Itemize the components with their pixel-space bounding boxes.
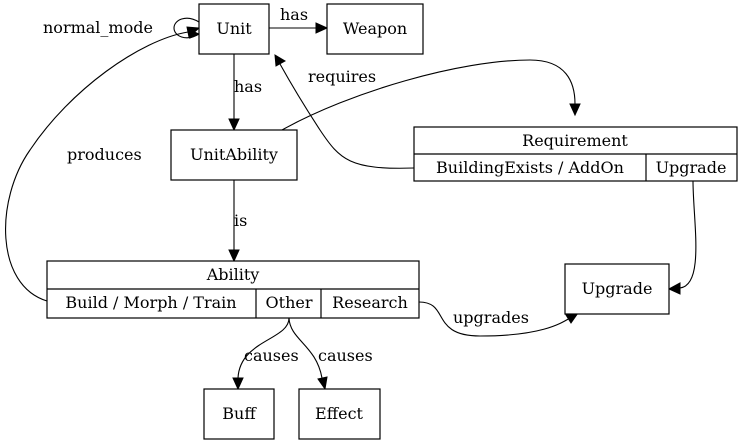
ability-field-build-morph-train: Build / Morph / Train	[65, 293, 236, 312]
edge-label-causes-buff: causes	[244, 346, 299, 365]
arrowhead-unit-from-requirement	[274, 54, 286, 67]
ability-field-research: Research	[332, 293, 408, 312]
edge-requirement-upgrade	[679, 180, 697, 289]
edge-requirement-unit	[279, 63, 415, 169]
arrowhead-effect	[317, 376, 328, 391]
node-effect-label: Effect	[315, 404, 363, 423]
edge-label-unit-unitability: has	[234, 77, 262, 96]
arrowhead-unit-from-ability	[186, 26, 201, 38]
edge-unit-self-loop	[173, 17, 200, 39]
edge-label-unit-weapon: has	[280, 5, 308, 24]
node-ability-title: Ability	[206, 265, 260, 284]
arrowhead-upgrade-from-requirement	[667, 282, 681, 295]
edge-label-produces: produces	[67, 145, 142, 164]
node-weapon-label: Weapon	[343, 19, 407, 38]
node-weapon: Weapon	[326, 3, 424, 55]
edge-ability-upgrade	[418, 301, 571, 337]
requirement-field-upgrade: Upgrade	[656, 158, 727, 177]
node-unit: Unit	[198, 3, 270, 55]
node-unitability-label: UnitAbility	[190, 145, 278, 164]
node-upgrade-label: Upgrade	[582, 279, 653, 298]
ability-field-other: Other	[266, 293, 313, 312]
arrowhead-requirement	[569, 103, 581, 117]
edge-other-effect	[288, 317, 323, 379]
node-requirement-title: Requirement	[522, 131, 628, 150]
node-effect: Effect	[298, 388, 381, 440]
arrowhead-buff	[232, 377, 244, 391]
edge-ability-unit	[5, 31, 189, 302]
node-buff-label: Buff	[222, 404, 257, 423]
edge-other-buff	[237, 317, 290, 379]
edge-label-is: is	[234, 211, 247, 230]
edge-label-normal-mode: normal_mode	[43, 18, 153, 37]
edge-label-upgrades: upgrades	[453, 308, 529, 327]
node-ability: Ability Build / Morph / Train Other Rese…	[46, 260, 420, 319]
arrowhead-weapon	[315, 22, 329, 34]
node-buff: Buff	[203, 388, 275, 440]
edge-unitability-requirement	[281, 59, 576, 131]
arrowhead-unitability	[228, 118, 240, 132]
arrowhead-ability	[228, 249, 240, 263]
requirement-field-building-exists: BuildingExists / AddOn	[436, 158, 624, 177]
node-unit-label: Unit	[216, 19, 252, 38]
edge-label-causes-effect: causes	[318, 346, 373, 365]
node-unitability: UnitAbility	[170, 129, 298, 181]
node-requirement: Requirement BuildingExists / AddOn Upgra…	[413, 126, 738, 182]
node-upgrade: Upgrade	[564, 263, 670, 315]
edge-label-requires: requires	[308, 67, 376, 86]
